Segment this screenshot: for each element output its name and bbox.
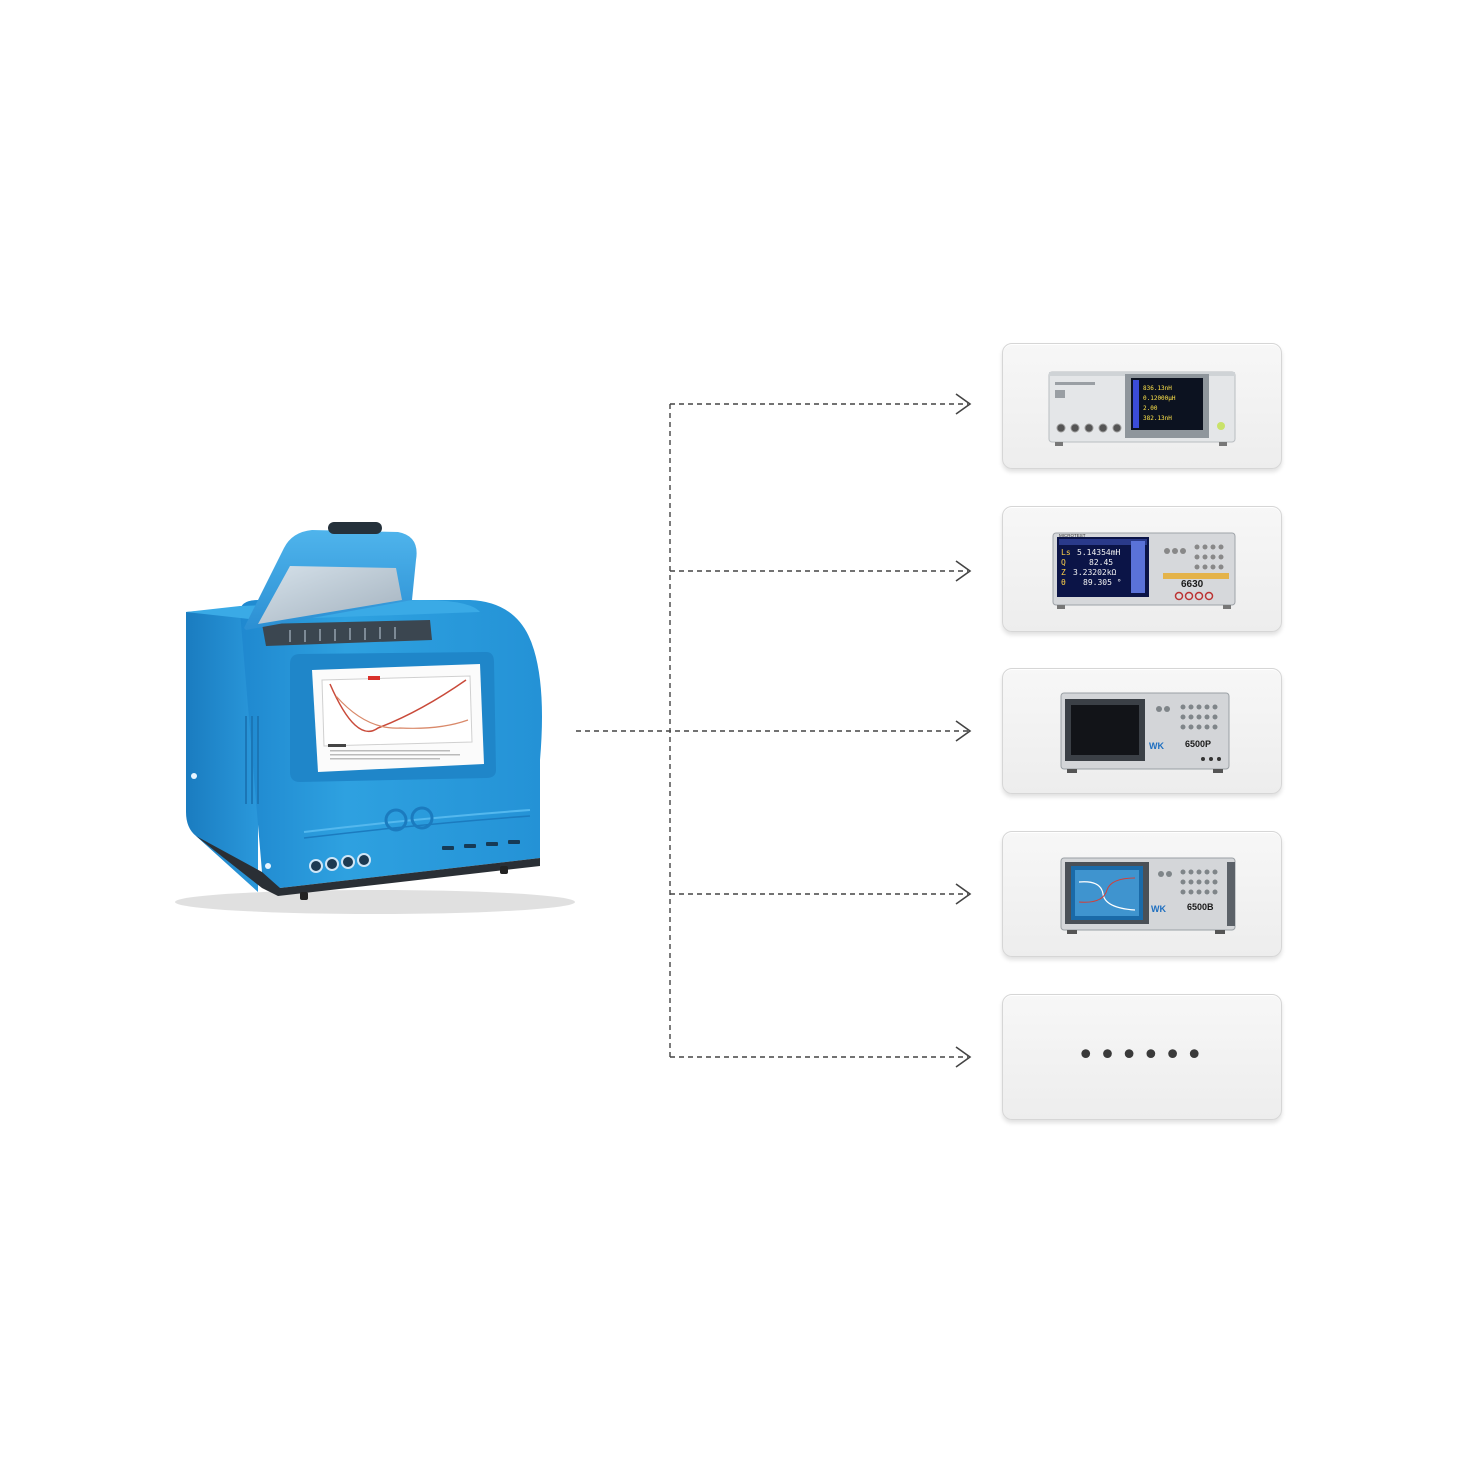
lcr-meter-device: 836.13nH 0.12000μH 2.00 382.13nH <box>1003 344 1281 468</box>
wk-6500p-model: 6500P <box>1185 739 1211 749</box>
meter-6630-val-2: 82.45 <box>1089 558 1113 567</box>
lcr-readout-4: 382.13nH <box>1143 415 1172 422</box>
meter-6630-sym-2: Q <box>1061 558 1066 567</box>
meter-6630-val-3: 3.23202kΩ <box>1073 568 1117 577</box>
wayne-kerr-6500b-device: WK 6500B <box>1003 832 1281 956</box>
meter-6630-sym-3: Z <box>1061 568 1066 577</box>
wayne-kerr-6500p-device: WK 6500P <box>1003 669 1281 793</box>
device-card-lcr-meter: 836.13nH 0.12000μH 2.00 382.13nH <box>1002 343 1282 469</box>
wk-6500b-brand: WK <box>1151 904 1166 914</box>
device-card-6630: Ls 5.14354mH Q 82.45 Z 3.23202kΩ θ 89.30… <box>1002 506 1282 632</box>
wk-6500p-brand: WK <box>1149 741 1164 751</box>
microtest-6630-device: Ls 5.14354mH Q 82.45 Z 3.23202kΩ θ 89.30… <box>1003 507 1281 631</box>
meter-6630-model: 6630 <box>1181 579 1204 590</box>
device-card-more: •••••• <box>1002 994 1282 1120</box>
lcr-readout-3: 2.00 <box>1143 405 1158 412</box>
meter-6630-sym-1: Ls <box>1061 548 1071 557</box>
wk-6500b-model: 6500B <box>1187 902 1214 912</box>
more-devices-ellipsis: •••••• <box>1003 1038 1281 1073</box>
meter-6630-val-1: 5.14354mH <box>1077 548 1121 557</box>
meter-6630-sym-4: θ <box>1061 578 1066 587</box>
device-card-6500p: WK 6500P <box>1002 668 1282 794</box>
meter-6630-val-4: 89.305 ° <box>1083 578 1122 587</box>
lcr-readout-2: 0.12000μH <box>1143 395 1176 402</box>
device-card-6500b: WK 6500B <box>1002 831 1282 957</box>
meter-6630-brand: MICROTEST <box>1059 533 1086 538</box>
lcr-readout-1: 836.13nH <box>1143 385 1172 392</box>
